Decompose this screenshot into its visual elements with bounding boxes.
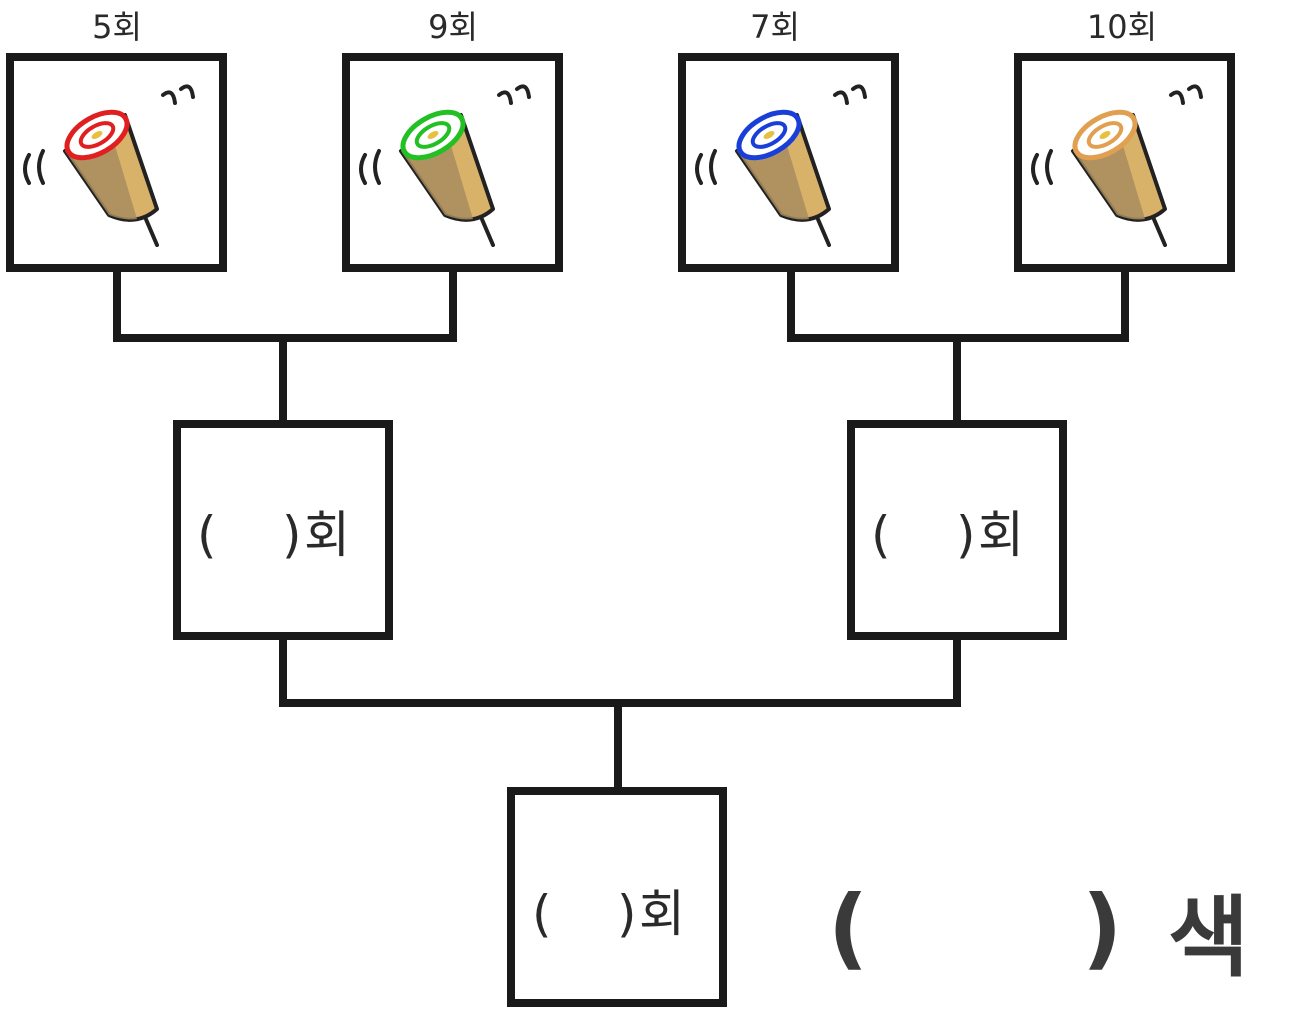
final-close-paren: ) [617, 885, 637, 943]
top-label-2: 9회 [428, 8, 478, 46]
semifinal-right-open-paren: ( [871, 506, 891, 564]
semifinal-box-left [173, 420, 393, 640]
spinning-top-blue-icon [695, 84, 867, 247]
answer-unit: 색 [1168, 886, 1249, 989]
semifinal-right-unit: 회 [978, 506, 1024, 564]
semifinal-left-close-paren: ) [282, 506, 302, 564]
spinning-top-red-icon [23, 84, 195, 247]
bracket-lines [113, 270, 1129, 791]
final-unit: 회 [639, 885, 685, 943]
top-box-1 [6, 53, 227, 272]
semifinal-left-unit: 회 [304, 506, 350, 564]
semifinal-right-close-paren: ) [956, 506, 976, 564]
final-open-paren: ( [532, 885, 552, 943]
top-label-3: 7회 [750, 8, 800, 46]
spinning-top-orange-icon [1031, 84, 1203, 247]
top-label-1: 5회 [92, 8, 142, 46]
spinning-top-green-icon [359, 84, 531, 247]
top-label-4: 10회 [1087, 8, 1157, 46]
answer-close-paren: ) [1082, 876, 1122, 979]
answer-open-paren: ( [828, 876, 868, 979]
final-box [507, 787, 727, 1007]
semifinal-box-right [847, 420, 1067, 640]
semifinal-left-open-paren: ( [197, 506, 217, 564]
